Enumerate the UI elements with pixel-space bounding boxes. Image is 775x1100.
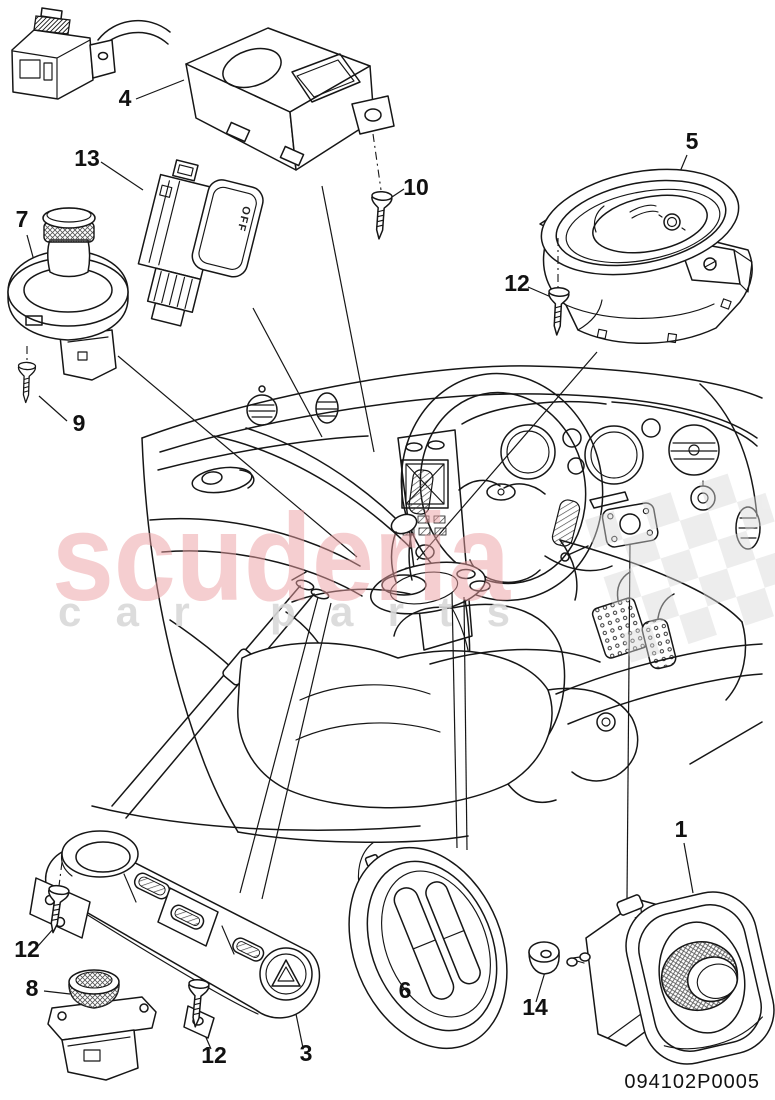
mounting-lines xyxy=(26,133,559,887)
screw-9 xyxy=(16,361,37,404)
callout-12-upper: 12 xyxy=(504,270,530,296)
callout-4: 4 xyxy=(119,85,132,111)
control-module xyxy=(185,27,395,171)
oval-switch-bezel xyxy=(348,841,508,1050)
esp-off-switch: OFF xyxy=(137,159,264,327)
callout-7: 7 xyxy=(16,206,29,232)
callout-14: 14 xyxy=(522,994,548,1020)
hazard-triangle-icon xyxy=(271,959,301,987)
parking-brake-switch xyxy=(539,168,753,345)
screw-10 xyxy=(368,190,394,241)
callout-6: 6 xyxy=(399,977,412,1003)
watermark-brand: scuderia xyxy=(52,489,511,627)
callout-labels: 4 13 7 10 9 5 12 12 8 12 3 6 14 1 xyxy=(14,85,698,1068)
callout-12-left: 12 xyxy=(14,936,40,962)
car-interior-illustration xyxy=(91,365,763,843)
callout-12-center: 12 xyxy=(201,1042,227,1068)
drawing-number: 094102P0005 xyxy=(624,1071,760,1093)
callout-8: 8 xyxy=(26,975,39,1001)
headlamp-switch xyxy=(572,891,775,1065)
callout-1: 1 xyxy=(675,816,688,842)
watermark-subtitle: car parts xyxy=(58,588,510,635)
small-knob-switch xyxy=(47,969,157,1081)
window-switch-panel xyxy=(29,830,321,1039)
mirror-adjust-switch xyxy=(7,207,129,381)
callout-3: 3 xyxy=(300,1040,313,1066)
callout-10: 10 xyxy=(403,174,429,200)
watermark: scuderia car parts xyxy=(52,473,775,663)
fastener-nut xyxy=(528,941,585,975)
screw-12-upper xyxy=(546,286,570,337)
callout-9: 9 xyxy=(73,410,86,436)
parking-brake-icon xyxy=(663,213,681,231)
wiring-connector xyxy=(11,7,171,100)
watermark-flag xyxy=(585,473,775,663)
leader-lines xyxy=(26,79,694,1050)
callout-5: 5 xyxy=(686,128,699,154)
callout-13: 13 xyxy=(74,145,100,171)
